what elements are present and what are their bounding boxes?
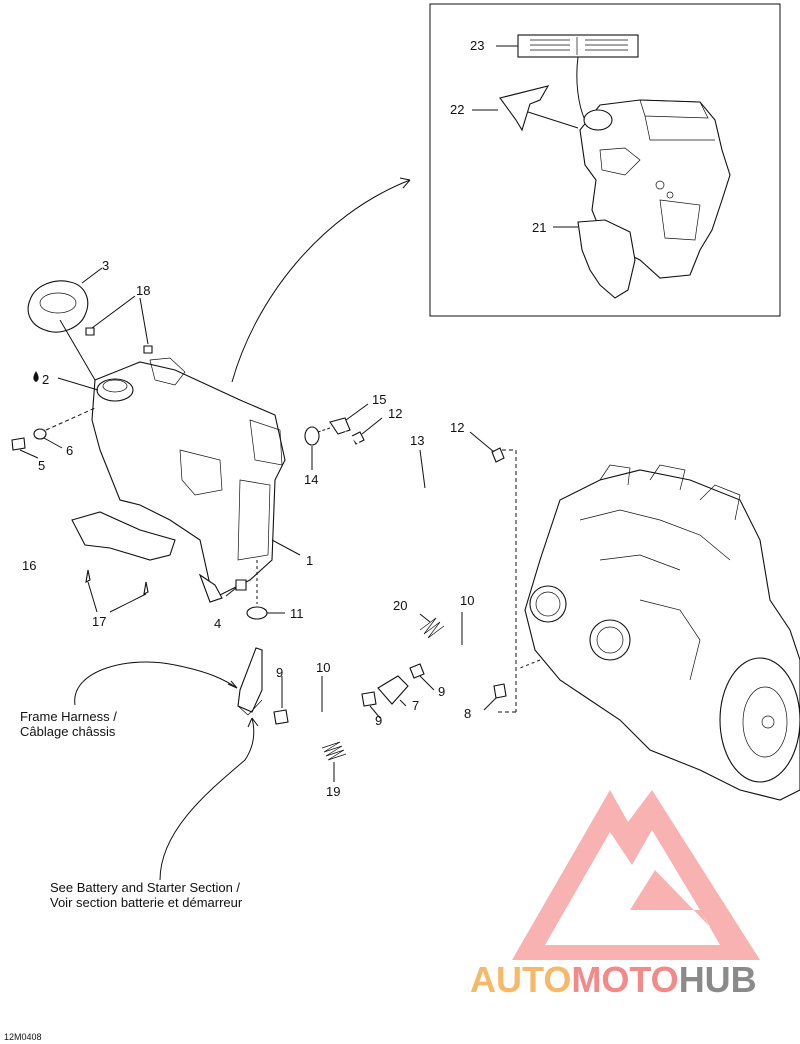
label-23: 23	[470, 38, 484, 53]
label-9b: 9	[375, 713, 382, 728]
label-5: 5	[38, 458, 45, 473]
frame-harness-note-line1: Frame Harness /	[20, 709, 117, 724]
washer-6	[33, 428, 47, 440]
frame-harness-note-line2: Câblage châssis	[20, 724, 116, 739]
label-9a: 9	[276, 665, 283, 680]
screw-17a	[85, 569, 91, 583]
label-18: 18	[136, 283, 150, 298]
screw-18a	[85, 327, 95, 336]
watermark-hub: HUB	[679, 959, 757, 1000]
part-21-shield	[577, 219, 636, 299]
spring-20	[419, 617, 445, 639]
decal-label-23	[517, 34, 639, 58]
grommet-11	[246, 606, 268, 620]
battery-note-line2: Voir section batterie et démarreur	[50, 895, 243, 910]
watermark-text: AUTOMOTOHUB	[470, 959, 757, 1000]
label-6: 6	[66, 443, 73, 458]
label-3: 3	[102, 258, 109, 273]
battery-note-line1: See Battery and Starter Section /	[50, 880, 240, 895]
fitting-8	[493, 683, 507, 699]
label-10b: 10	[460, 593, 474, 608]
fitting-9c	[409, 663, 425, 679]
grommet-14	[304, 426, 320, 446]
label-17: 17	[92, 614, 106, 629]
label-12a: 12	[388, 406, 402, 421]
oil-drop-icon	[33, 371, 39, 382]
decal-22	[499, 85, 550, 132]
label-21: 21	[532, 220, 546, 235]
spring-19	[321, 741, 347, 761]
label-22: 22	[450, 102, 464, 117]
oil-cap-3	[27, 280, 89, 333]
grommet-4	[235, 579, 247, 591]
watermark-logo	[512, 790, 760, 960]
engine	[519, 464, 800, 801]
label-10a: 10	[316, 660, 330, 675]
label-7: 7	[412, 698, 419, 713]
label-8: 8	[464, 706, 471, 721]
label-1: 1	[306, 553, 313, 568]
oil-filter-7	[377, 675, 409, 705]
label-2: 2	[42, 372, 49, 387]
label-16: 16	[22, 558, 36, 573]
clamp-12b	[491, 447, 505, 463]
label-12b: 12	[450, 420, 464, 435]
label-4: 4	[214, 616, 221, 631]
lower-oil-line	[74, 612, 507, 881]
screw-17b	[143, 581, 149, 595]
oil-level-sensor	[237, 647, 263, 713]
watermark-moto: MOTO	[571, 959, 678, 1000]
watermark-mark	[512, 790, 760, 960]
fitting-15	[329, 417, 351, 435]
screw-18b	[143, 345, 153, 354]
fitting-9a	[273, 709, 289, 725]
fitting-9b	[361, 691, 377, 707]
inset-engine-view	[429, 3, 781, 317]
label-19: 19	[326, 784, 340, 799]
label-15: 15	[372, 392, 386, 407]
oil-tank-assembly	[11, 267, 301, 620]
label-13: 13	[410, 433, 424, 448]
oil-tank-1	[91, 361, 286, 596]
label-20: 20	[393, 598, 407, 613]
bracket-16	[71, 511, 176, 561]
watermark-auto: AUTO	[470, 959, 571, 1000]
label-11: 11	[290, 606, 304, 621]
screw-5	[11, 437, 26, 451]
upper-oil-line	[304, 403, 517, 713]
drawing-code: 12M0408	[4, 1032, 42, 1042]
label-14: 14	[304, 472, 318, 487]
part-labels: 1 2 3 4 5 6 7 8 9 9 9 10 10 11 12 12 13 …	[22, 38, 546, 799]
label-9c: 9	[438, 684, 445, 699]
